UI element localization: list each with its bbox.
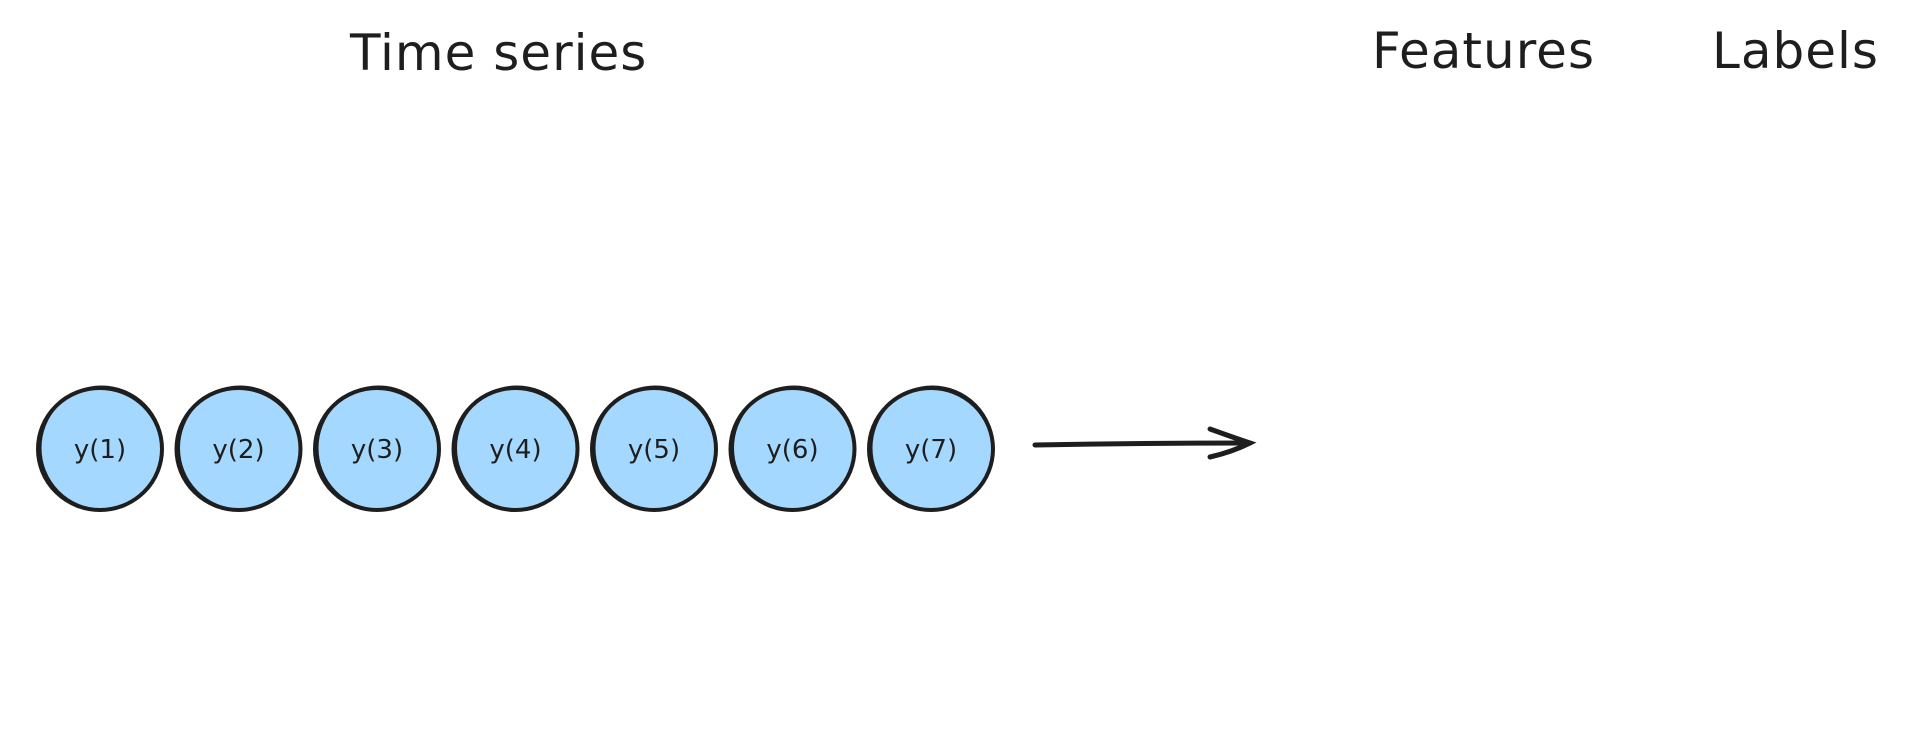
node-label: y(2) — [212, 435, 264, 465]
node-label: y(4) — [489, 435, 541, 465]
time-series-node: y(4) — [451, 385, 580, 512]
time-series-heading: Time series — [350, 24, 648, 82]
arrow — [1032, 426, 1257, 460]
features-heading: Features — [1372, 22, 1595, 80]
time-series-node: y(2) — [174, 385, 303, 512]
time-series-node: y(5) — [590, 385, 718, 512]
time-series-node: y(1) — [36, 385, 164, 512]
node-circle-sketch — [316, 385, 441, 511]
time-series-node: y(3) — [313, 385, 441, 512]
node-circle-sketch — [455, 385, 579, 511]
node-circle-sketch — [732, 385, 856, 511]
node-label: y(3) — [351, 435, 403, 465]
node-label: y(7) — [905, 435, 957, 465]
time-series-node: y(7) — [867, 385, 995, 512]
labels-heading: Labels — [1712, 22, 1879, 80]
node-circle-sketch — [593, 385, 718, 511]
time-series-node: y(6) — [728, 385, 857, 512]
node-label: y(6) — [766, 435, 818, 465]
node-circle-sketch — [39, 385, 164, 511]
node-label: y(1) — [74, 435, 126, 465]
node-circle-sketch — [870, 385, 995, 511]
node-label: y(5) — [628, 435, 680, 465]
node-circle-sketch — [178, 385, 302, 511]
